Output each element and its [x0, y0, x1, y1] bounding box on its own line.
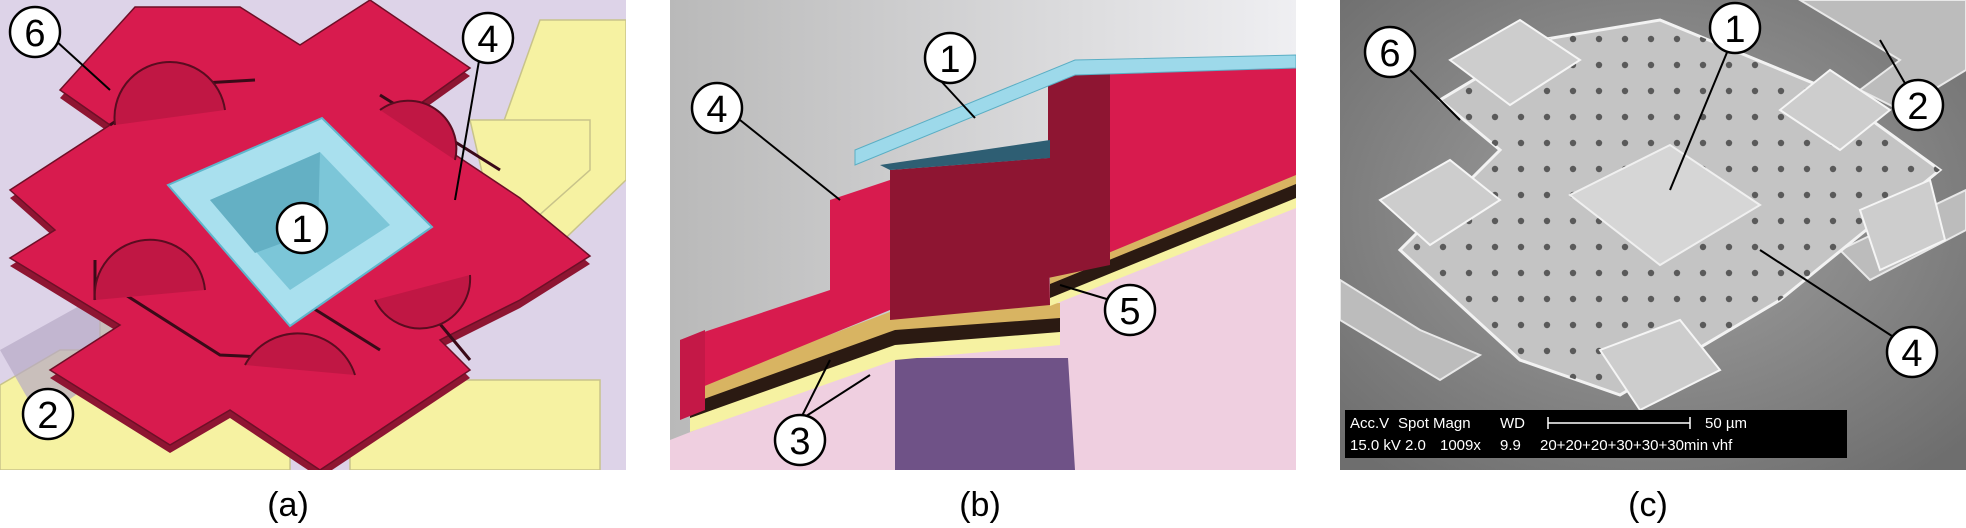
callout-1: 1 [923, 31, 977, 119]
callout-5-label: 5 [1119, 291, 1140, 333]
cap-1 [854, 54, 1296, 170]
callout-3-label: 3 [789, 421, 810, 463]
caption-b: (b) [959, 486, 1001, 524]
callout-6-label: 6 [1379, 33, 1400, 75]
panel-b: 1 4 5 3 [670, 0, 1296, 470]
sem-value-process: 20+20+20+30+30+30min vhf [1540, 437, 1733, 454]
caption-a: (a) [267, 486, 309, 524]
window-1 [1568, 143, 1762, 267]
callout-2-label: 2 [37, 395, 58, 437]
sem-scale-label: 50 µm [1705, 415, 1747, 432]
callout-6: 6 [1363, 25, 1461, 121]
sem-label-wd: WD [1500, 415, 1525, 432]
sem-value-magn: 1009x [1440, 437, 1481, 454]
caption-c: (c) [1628, 486, 1668, 524]
sem-value-accv-spot: 15.0 kV 2.0 [1350, 437, 1426, 454]
sem-label-spot-magn: Spot Magn [1398, 415, 1471, 432]
callout-2: 2 [21, 387, 75, 441]
callout-4: 4 [454, 11, 515, 201]
callout-4-label: 4 [1901, 333, 1922, 375]
callout-2: 2 [1879, 39, 1945, 132]
callout-6-label: 6 [24, 13, 45, 55]
callout-1-label: 1 [1724, 9, 1745, 51]
sem-label-accv: Acc.V [1350, 415, 1389, 432]
callout-1-label: 1 [291, 209, 312, 251]
callout-2-label: 2 [1907, 86, 1928, 128]
callout-4-label: 4 [706, 89, 727, 131]
callout-1: 1 [1669, 1, 1762, 191]
support [895, 358, 1075, 470]
callout-3: 3 [773, 359, 871, 467]
callout-5: 5 [1059, 283, 1157, 337]
callout-1: 1 [275, 201, 329, 255]
sem-value-wd: 9.9 [1500, 437, 1521, 454]
callout-4-label: 4 [477, 19, 498, 61]
callout-4: 4 [690, 81, 841, 201]
callout-4: 4 [1759, 249, 1939, 379]
callout-1-label: 1 [939, 39, 960, 81]
panel-a: 6 4 1 2 [0, 0, 626, 470]
panel-c: Acc.V Spot Magn WD 50 µm 15.0 kV 2.0 100… [1340, 0, 1966, 470]
sem-info-bar: Acc.V Spot Magn WD 50 µm 15.0 kV 2.0 100… [1345, 410, 1847, 458]
callout-6: 6 [8, 5, 111, 91]
membrane-4 [680, 56, 1296, 420]
